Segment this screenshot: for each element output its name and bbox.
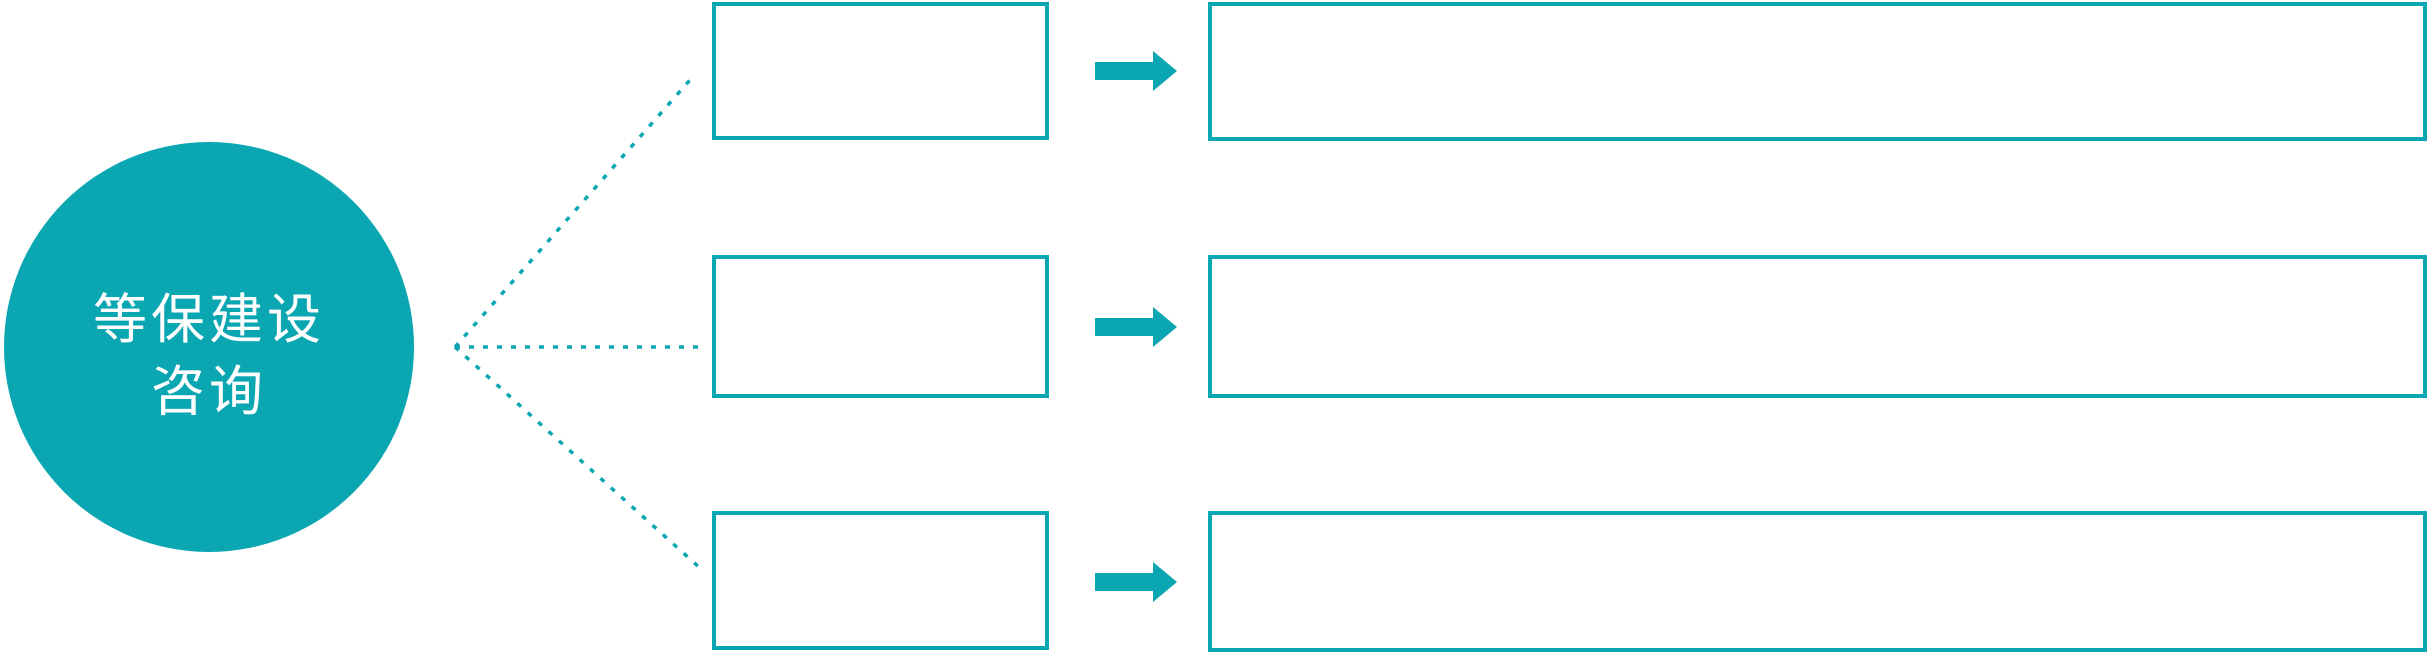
dotted-connector-line-top — [453, 78, 692, 349]
detail-box-2 — [1208, 255, 2427, 398]
detail-box-1 — [1208, 2, 2427, 141]
circle-label-line1: 等保建设 — [93, 290, 325, 350]
arrow-right-icon — [1095, 307, 1177, 347]
arrow-right-icon — [1095, 51, 1177, 91]
step-box-2 — [712, 255, 1049, 398]
step-box-3 — [712, 511, 1049, 650]
detail-box-3 — [1208, 511, 2427, 652]
circle-label-line2: 咨询 — [151, 362, 267, 422]
dotted-connector-line-bottom — [453, 345, 702, 570]
arrow-right-icon — [1095, 562, 1177, 602]
step-box-1 — [712, 2, 1049, 140]
center-circle-node: 等保建设 咨询 — [4, 142, 414, 552]
